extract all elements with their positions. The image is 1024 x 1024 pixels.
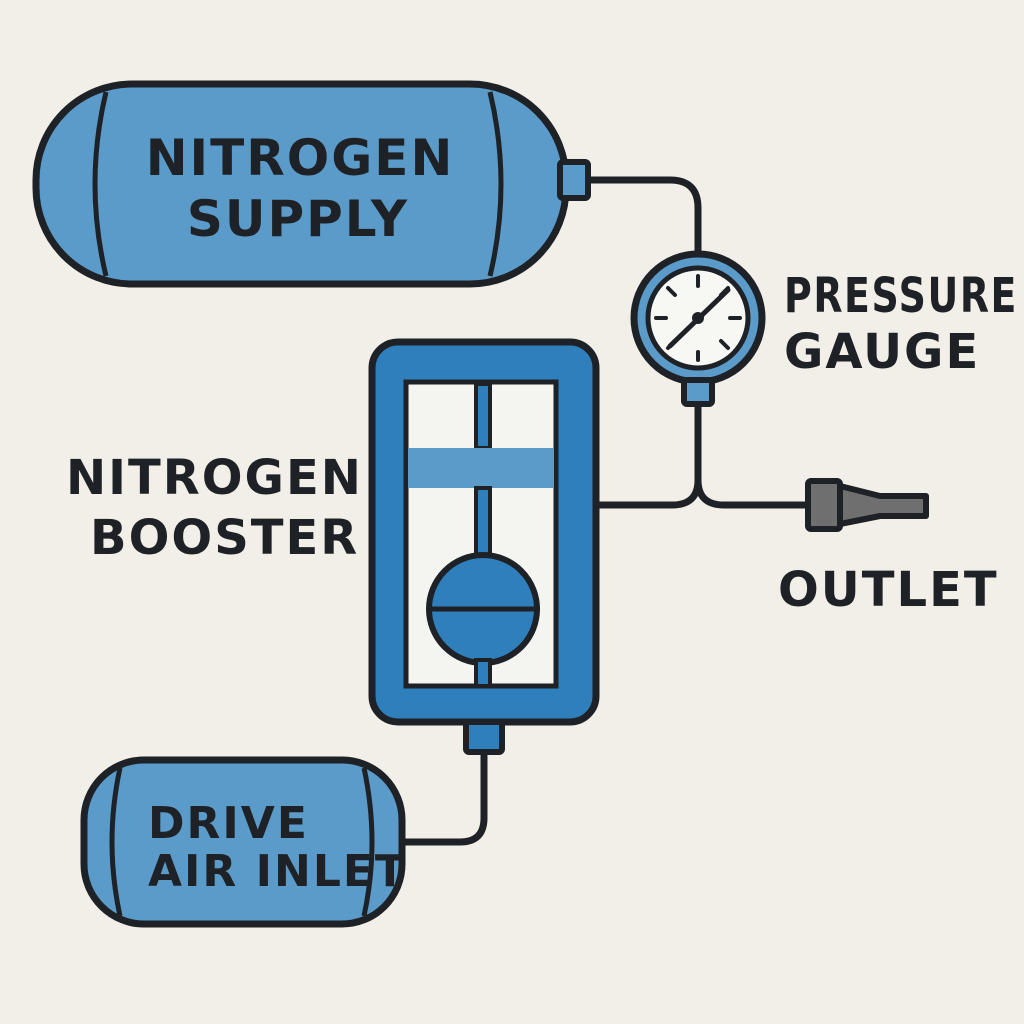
nitrogen-booster-label-line1: NITROGEN xyxy=(66,450,363,506)
gauge-tick xyxy=(719,339,730,350)
nozzle-icon xyxy=(805,478,843,532)
outlet-label: OUTLET xyxy=(778,562,999,618)
drive-air-inlet-label-line2: AIR INLET xyxy=(148,846,407,897)
tank-seam-right xyxy=(487,91,504,277)
piston-rod-upper xyxy=(474,382,492,450)
booster-bottom-port xyxy=(463,719,505,755)
pressure-gauge-label-line2: GAUGE xyxy=(784,324,980,380)
supply-port xyxy=(557,159,591,201)
drive-tank-seam-right xyxy=(361,767,375,917)
piston-rod-bottom xyxy=(474,658,492,688)
tank-icon xyxy=(80,756,406,928)
outlet-fitting: OUTLET xyxy=(778,478,999,618)
nitrogen-supply-label-line2: SUPPLY xyxy=(187,190,409,248)
drive-tank-seam-left xyxy=(109,767,123,917)
pressure-gauge-label-line1: PRESSURE xyxy=(784,268,1018,324)
tank-seam-left xyxy=(92,91,109,277)
nozzle-taper xyxy=(837,483,929,527)
gauge-stem xyxy=(681,377,715,407)
drive-air-inlet-label-line1: DRIVE xyxy=(148,798,309,849)
piston-crossbar xyxy=(408,448,554,488)
drive-air-inlet-tank: DRIVE AIR INLET xyxy=(80,756,407,928)
nitrogen-supply-tank: NITROGEN SUPPLY xyxy=(32,80,591,288)
pressure-gauge: PRESSURE GAUGE xyxy=(630,250,1018,407)
gauge-pivot xyxy=(692,312,704,324)
nitrogen-booster: NITROGEN BOOSTER xyxy=(66,338,600,755)
supply-pipe xyxy=(584,176,702,256)
outlet-pipe xyxy=(592,476,812,509)
nitrogen-booster-label-line2: BOOSTER xyxy=(90,510,359,566)
drive-air-pipe xyxy=(396,748,488,846)
nitrogen-supply-label-line1: NITROGEN xyxy=(146,129,455,187)
pipes xyxy=(396,176,812,846)
gauge-tick xyxy=(666,286,677,297)
